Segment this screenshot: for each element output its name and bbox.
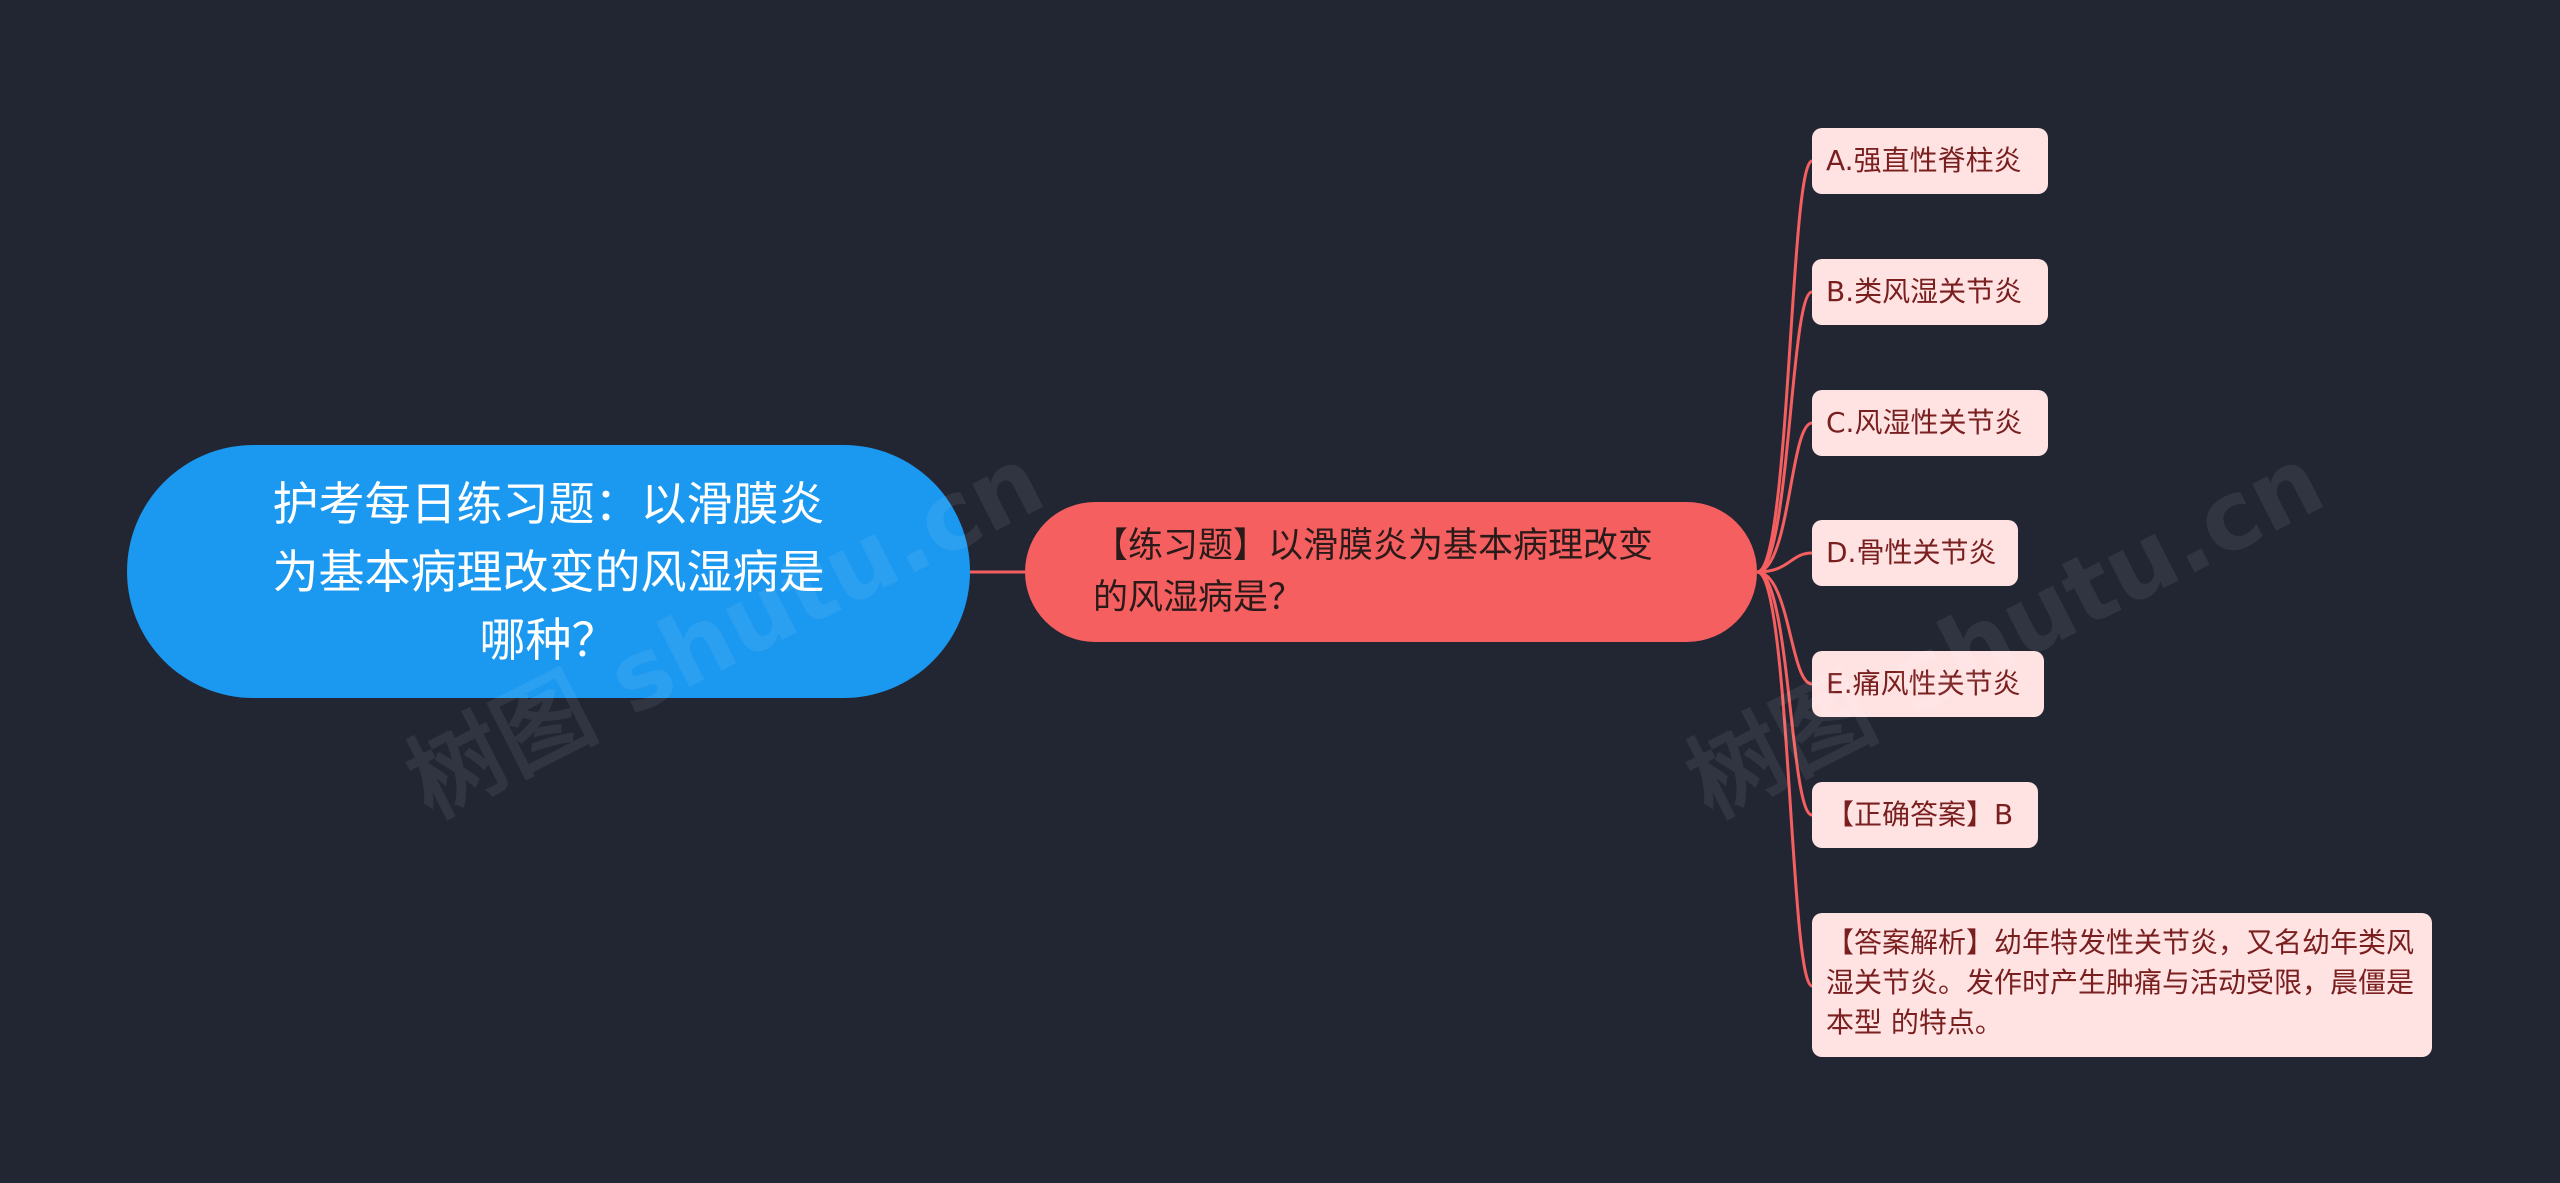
option-b-node[interactable]: B.类风湿关节炎	[1812, 259, 2048, 325]
question-to-answer-connector	[1756, 570, 1813, 817]
option-c-node[interactable]: C.风湿性关节炎	[1812, 390, 2048, 456]
correct-answer-label: 【正确答案】B	[1826, 798, 2014, 831]
question-node[interactable]: 【练习题】以滑膜炎为基本病理改变的风湿病是？	[1025, 502, 1757, 642]
question-to-option-c-connector	[1756, 421, 1813, 574]
root-topic-title: 护考每日练习题：以滑膜炎为基本病理改变的风湿病是哪种？	[272, 476, 825, 667]
correct-answer-node[interactable]: 【正确答案】B	[1812, 782, 2038, 848]
question-to-option-e-connector	[1756, 570, 1813, 686]
question-to-explanation-connector	[1756, 570, 1814, 988]
answer-explanation-text: 【答案解析】幼年特发性关节炎，又名幼年类风湿关节炎。发作时产生肿痛与活动受限，晨…	[1826, 926, 2415, 1039]
option-a-node[interactable]: A.强直性脊柱炎	[1812, 128, 2048, 194]
option-a-label: A.强直性脊柱炎	[1826, 144, 2022, 177]
option-d-node[interactable]: D.骨性关节炎	[1812, 520, 2018, 586]
question-to-option-d-connector	[1756, 551, 1813, 574]
root-topic-node[interactable]: 护考每日练习题：以滑膜炎为基本病理改变的风湿病是哪种？	[127, 445, 970, 698]
option-d-label: D.骨性关节炎	[1826, 536, 1997, 569]
question-to-option-a-connector	[1756, 159, 1814, 574]
answer-explanation-node[interactable]: 【答案解析】幼年特发性关节炎，又名幼年类风湿关节炎。发作时产生肿痛与活动受限，晨…	[1812, 913, 2432, 1057]
option-e-node[interactable]: E.痛风性关节炎	[1812, 651, 2044, 717]
question-text: 【练习题】以滑膜炎为基本病理改变的风湿病是？	[1093, 526, 1654, 618]
question-to-option-b-connector	[1756, 290, 1813, 574]
option-e-label: E.痛风性关节炎	[1826, 667, 2021, 700]
option-b-label: B.类风湿关节炎	[1826, 275, 2023, 308]
option-c-label: C.风湿性关节炎	[1826, 406, 2023, 439]
